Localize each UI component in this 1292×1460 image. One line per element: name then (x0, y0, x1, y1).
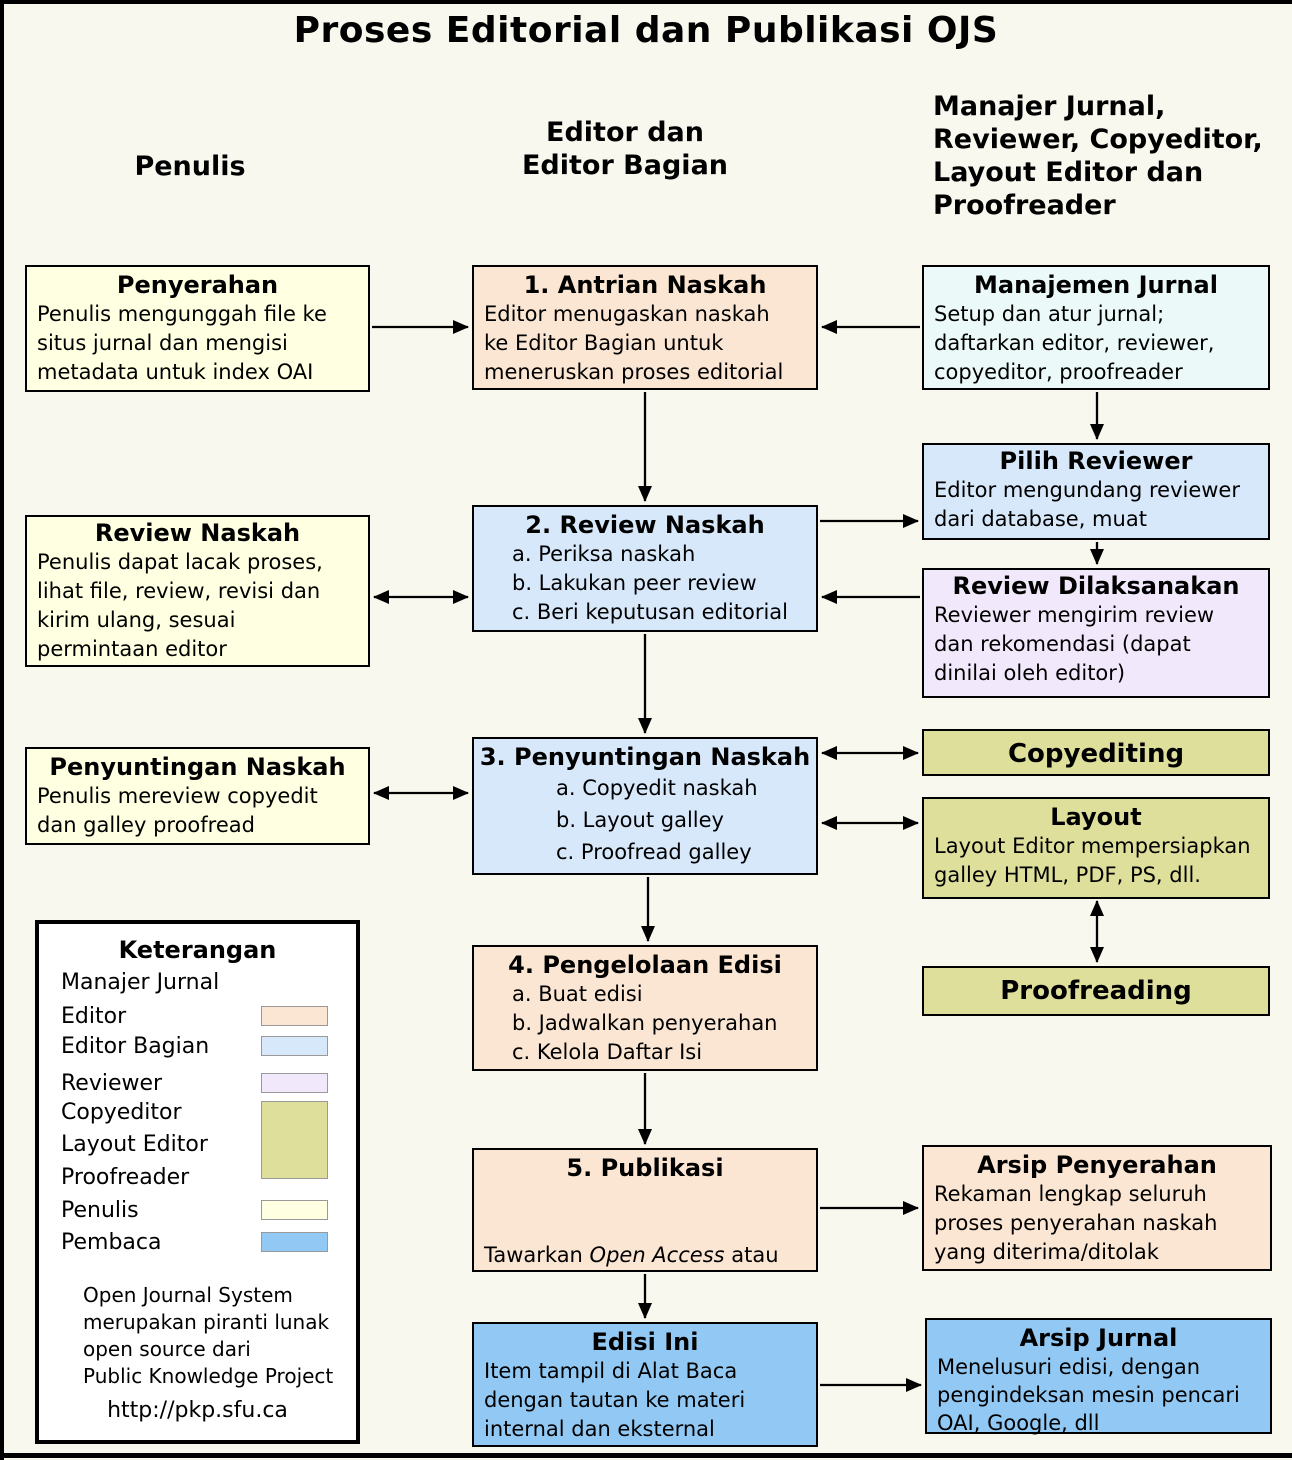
box-body: Layout Editor mempersiapkan galley HTML,… (934, 834, 1251, 887)
legend-label-proofreader: Proofreader (61, 1165, 190, 1190)
box-review-naskah-penulis: Review Naskah Penulis dapat lacak proses… (25, 515, 370, 667)
box-body: Penulis dapat lacak proses, lihat file, … (37, 550, 323, 661)
box-penyuntingan-naskah-penulis: Penyuntingan Naskah Penulis mereview cop… (25, 747, 370, 845)
box-title: Edisi Ini (591, 1328, 699, 1356)
legend-swatch-copyeditor-layout-proofreader (261, 1101, 328, 1179)
legend-swatch-pembaca (261, 1232, 328, 1252)
column-header-editor: Editor dan Editor Bagian (521, 117, 729, 181)
box-manajemen-jurnal: Manajemen Jurnal Setup dan atur jurnal; … (922, 265, 1270, 390)
box-body: a. Periksa naskah b. Lakukan peer review… (512, 542, 789, 624)
box-title: Review Naskah (94, 519, 301, 547)
legend-label-editor-bagian: Editor Bagian (61, 1034, 210, 1059)
legend-swatch-penulis (261, 1200, 328, 1220)
legend-swatch-editor-bagian (261, 1036, 328, 1056)
box-body: Penulis mereview copyedit dan galley pro… (37, 784, 318, 837)
box-body: Penulis mengunggah file ke situs jurnal … (37, 302, 327, 384)
box-title: Layout (1050, 803, 1142, 831)
box-review-dilaksanakan: Review Dilaksanakan Reviewer mengirim re… (922, 568, 1270, 698)
box-title: Review Dilaksanakan (952, 572, 1240, 600)
box-title: Pilih Reviewer (999, 447, 1193, 475)
legend-label-copyeditor: Copyeditor (61, 1100, 182, 1125)
box-body: a. Copyedit naskah b. Layout galley c. P… (556, 776, 758, 864)
box-body: Rekaman lengkap seluruh proses penyeraha… (934, 1182, 1218, 1264)
column-header-manajer: Manajer Jurnal, Reviewer, Copyeditor, La… (933, 91, 1263, 221)
box-title: Arsip Penyerahan (977, 1151, 1217, 1179)
legend-swatch-reviewer (261, 1073, 328, 1093)
italic-open-access: Open Access (589, 1243, 725, 1267)
box-title: 2. Review Naskah (525, 511, 765, 539)
box-proofreading: Proofreading (922, 966, 1270, 1016)
box-title: 4. Pengelolaan Edisi (508, 951, 782, 979)
legend-label-layout-editor: Layout Editor (61, 1132, 208, 1157)
box-body: Menelusuri edisi, dengan pengindeksan me… (937, 1355, 1240, 1435)
legend-swatch-editor (261, 1006, 328, 1026)
box-body: a. Buat edisi b. Jadwalkan penyerahan c.… (512, 982, 778, 1064)
box-review-naskah: 2. Review Naskah a. Periksa naskah b. La… (472, 505, 818, 632)
legend-url: http://pkp.sfu.ca (107, 1398, 288, 1423)
box-title: Arsip Jurnal (1019, 1324, 1178, 1352)
box-antrian-naskah: 1. Antrian Naskah Editor menugaskan nask… (472, 265, 818, 390)
box-copyediting: Copyediting (922, 729, 1270, 776)
column-header-penulis: Penulis (134, 151, 246, 182)
page-title: Proses Editorial dan Publikasi OJS (293, 10, 999, 51)
box-arsip-penyerahan: Arsip Penyerahan Rekaman lengkap seluruh… (922, 1145, 1272, 1271)
legend-box: Keterangan Manajer Jurnal Editor Editor … (35, 920, 360, 1444)
legend-label-penulis: Penulis (61, 1198, 139, 1223)
box-edisi-ini: Edisi Ini Item tampil di Alat Baca denga… (472, 1322, 818, 1447)
legend-label-manajer-jurnal: Manajer Jurnal (61, 970, 220, 995)
box-body: Editor mengundang reviewer dari database… (934, 478, 1240, 531)
box-layout: Layout Layout Editor mempersiapkan galle… (922, 797, 1270, 899)
legend-title: Keterangan (118, 936, 277, 964)
legend-label-pembaca: Pembaca (61, 1230, 162, 1255)
legend-note: Open Journal System merupakan piranti lu… (83, 1283, 334, 1388)
page-border-bottom (0, 1453, 1292, 1458)
box-title: 1. Antrian Naskah (523, 271, 767, 299)
box-title: Penyerahan (116, 271, 279, 299)
box-body: Setup dan atur jurnal; daftarkan editor,… (934, 302, 1215, 384)
box-penyerahan: Penyerahan Penulis mengunggah file ke si… (25, 265, 370, 392)
box-body: Item tampil di Alat Baca dengan tautan k… (484, 1359, 746, 1441)
box-title: Manajemen Jurnal (974, 271, 1218, 299)
legend-label-editor: Editor (61, 1004, 127, 1029)
box-title: 5. Publikasi (566, 1154, 724, 1182)
box-title: 3. Penyuntingan Naskah (479, 743, 811, 771)
box-body: Reviewer mengirim review dan rekomendasi… (934, 603, 1215, 685)
box-body: Editor menugaskan naskah ke Editor Bagia… (484, 302, 784, 384)
box-pengelolaan-edisi: 4. Pengelolaan Edisi a. Buat edisi b. Ja… (472, 945, 818, 1071)
box-title: Proofreading (1000, 976, 1192, 1006)
page-border-top (0, 0, 1292, 4)
publikasi-line-1: Tawarkan Open Access atau (484, 1243, 779, 1267)
box-title: Copyediting (1007, 739, 1185, 769)
box-penyuntingan-naskah: 3. Penyuntingan Naskah a. Copyedit naska… (472, 737, 818, 875)
box-pilih-reviewer: Pilih Reviewer Editor mengundang reviewe… (922, 443, 1270, 540)
legend-label-reviewer: Reviewer (61, 1071, 163, 1096)
box-publikasi: 5. Publikasi Tawarkan Open Access atau D… (472, 1148, 818, 1441)
box-title: Penyuntingan Naskah (49, 753, 346, 781)
box-arsip-jurnal: Arsip Jurnal Menelusuri edisi, dengan pe… (925, 1318, 1272, 1435)
page-border-left (0, 0, 4, 1460)
